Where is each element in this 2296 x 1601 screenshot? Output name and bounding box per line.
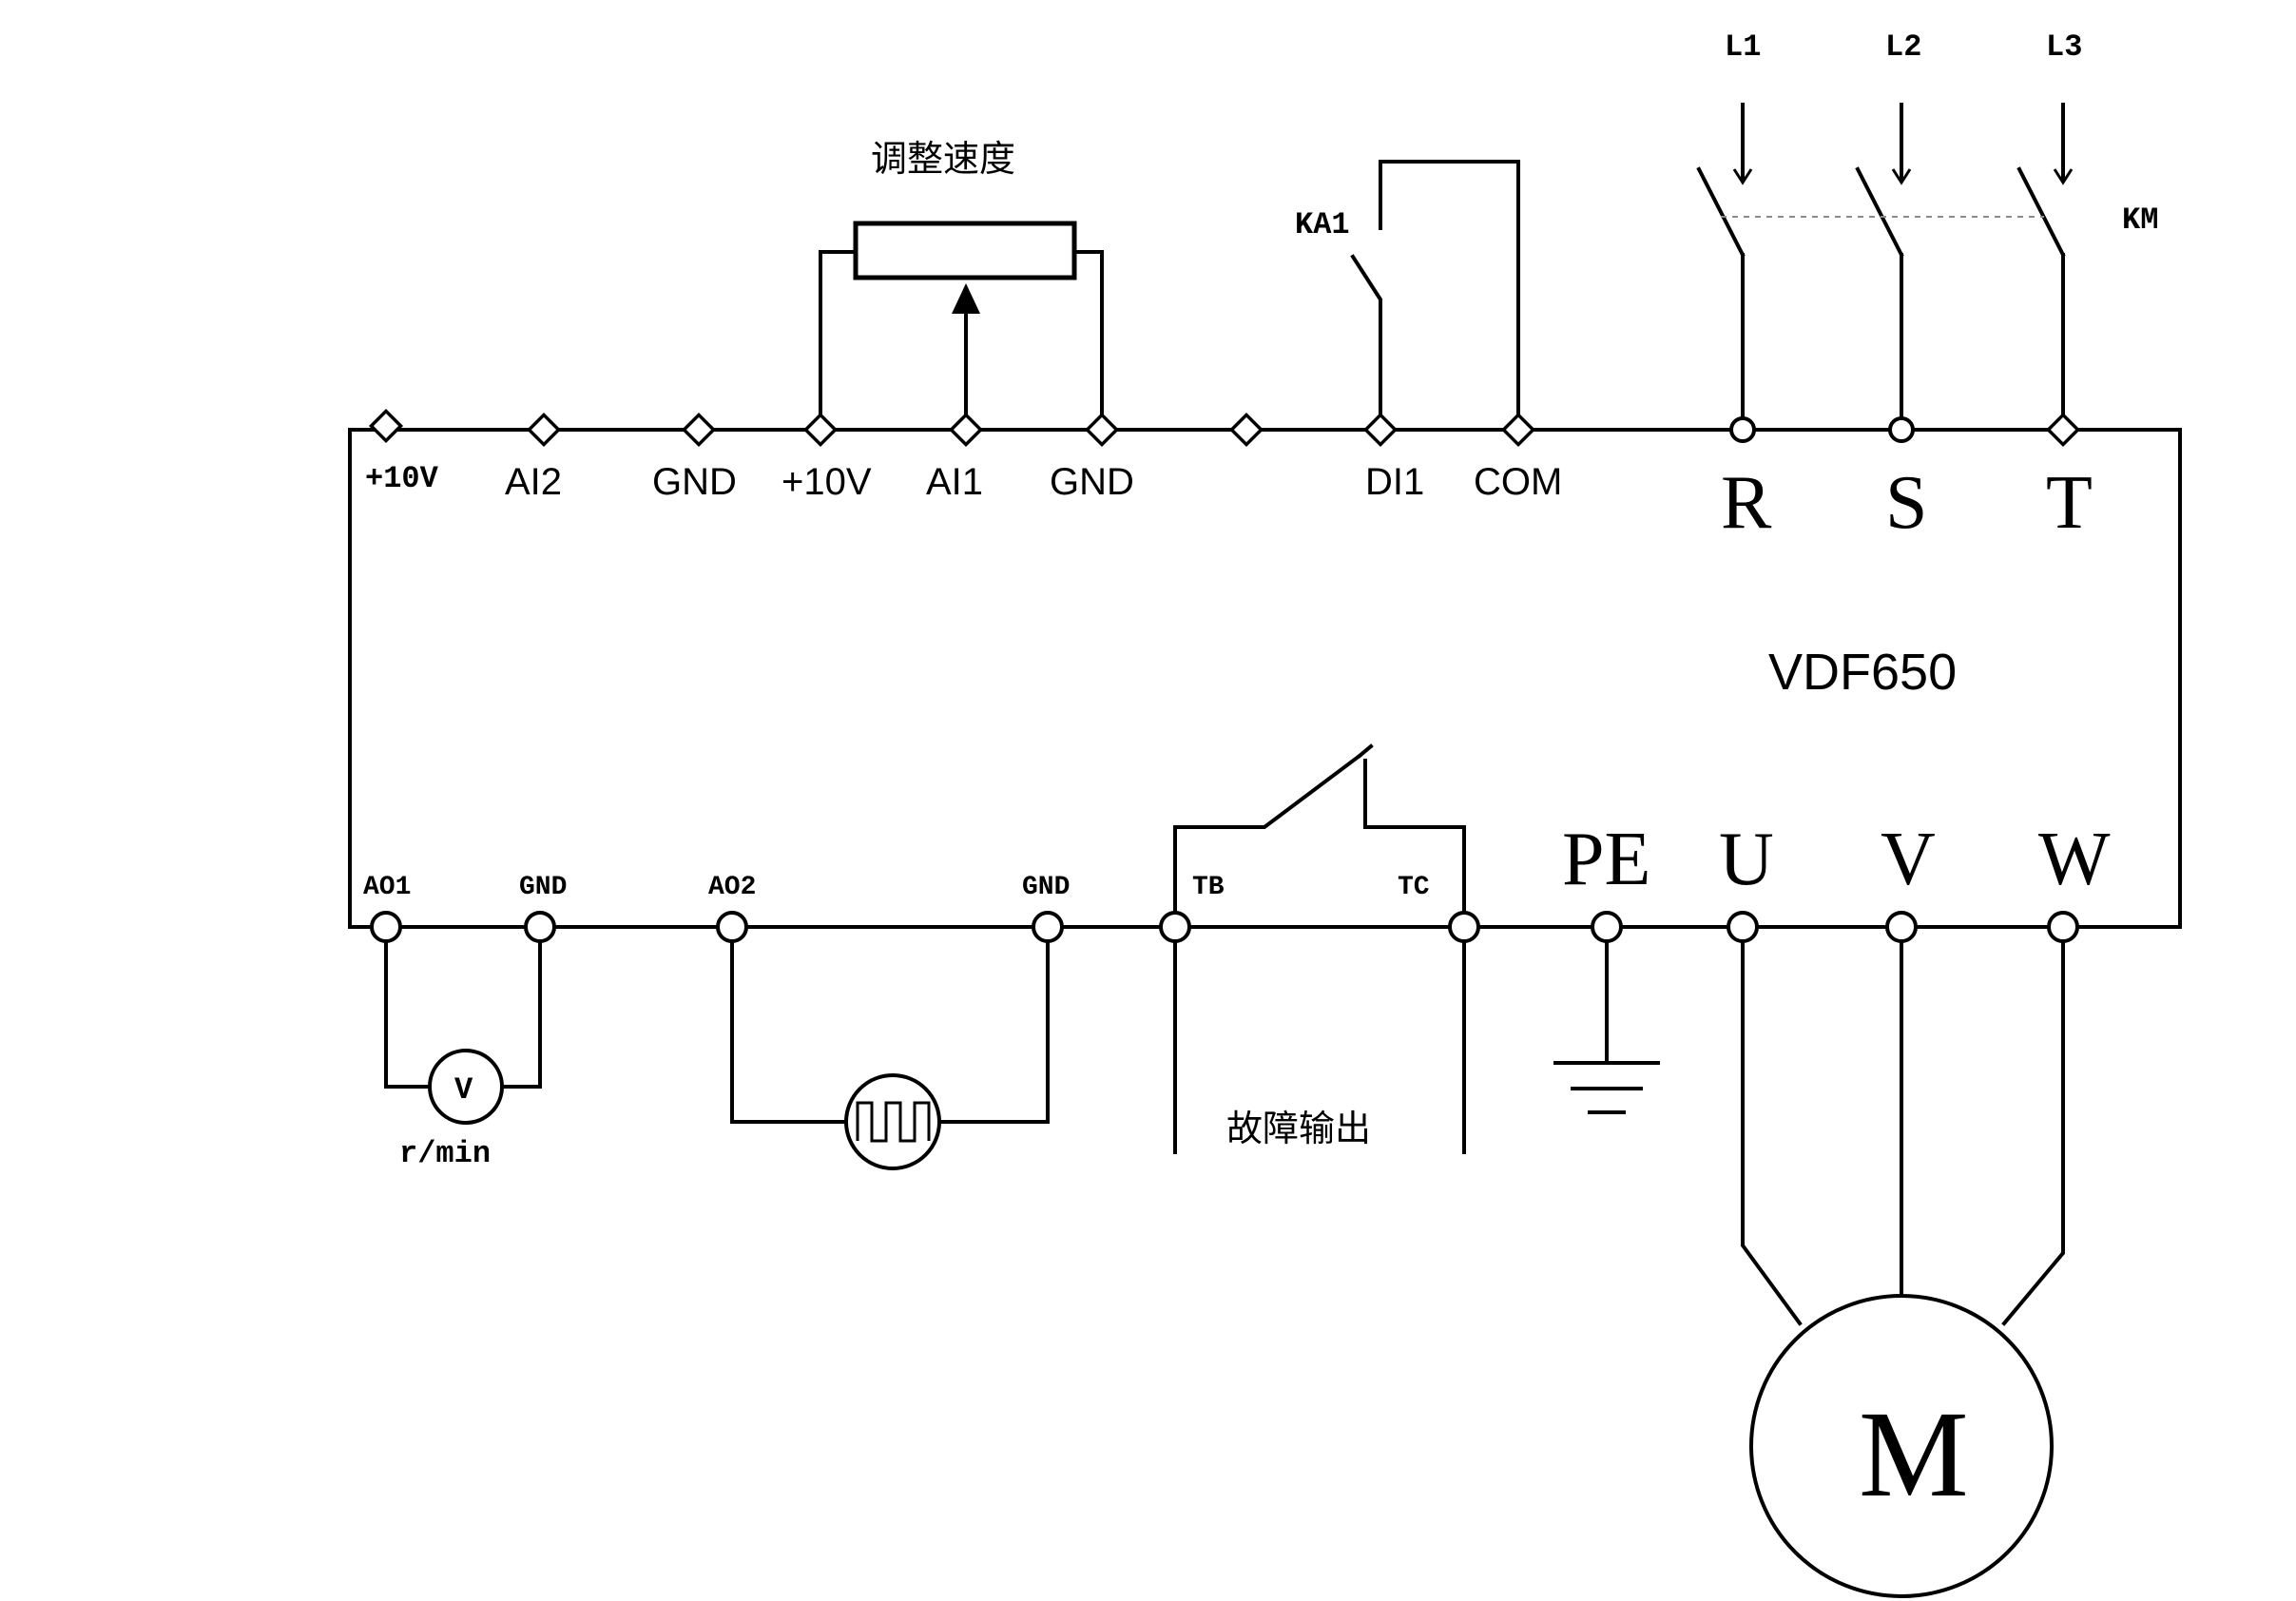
- power-input-circuit: [1696, 103, 2074, 432]
- terminal-gnd-d: [1032, 911, 1064, 943]
- label-gnd-a: GND: [652, 461, 737, 503]
- motor-icon: [1749, 1294, 2054, 1598]
- ka1-relay-contact: [1350, 160, 1520, 432]
- terminal-tb: [1159, 911, 1191, 943]
- terminal-v: [1885, 911, 1918, 943]
- terminal-ao2: [716, 911, 748, 943]
- label-gnd-d: GND: [1022, 873, 1070, 902]
- terminal-ao1: [370, 911, 402, 943]
- potentiometer-label: 调整速度: [871, 138, 1015, 180]
- voltmeter-circuit: [384, 925, 542, 1125]
- label-plus10v-b: +10V: [781, 461, 872, 503]
- label-u: U: [1719, 818, 1774, 901]
- label-pe: PE: [1562, 818, 1650, 901]
- label-ao1: AO1: [363, 873, 411, 902]
- terminal-ai2: [526, 412, 562, 448]
- fault-output-label: 故障输出: [1226, 1108, 1371, 1149]
- terminal-t: [2045, 412, 2081, 448]
- terminal-r: [1729, 416, 1756, 443]
- terminal-ai1: [948, 412, 984, 448]
- label-gnd-c: GND: [519, 873, 567, 902]
- drive-frame: [348, 428, 2182, 929]
- terminal-gnd-c: [524, 911, 556, 943]
- label-w: W: [2038, 818, 2111, 901]
- label-s: S: [1885, 461, 1928, 545]
- voltmeter-symbol: V: [454, 1072, 473, 1108]
- label-ai2: AI2: [505, 461, 562, 503]
- bottom-terminal-row: [370, 911, 2079, 943]
- label-ao2: AO2: [708, 873, 756, 902]
- line-l1-label: L1: [1725, 29, 1761, 65]
- label-di1: DI1: [1365, 461, 1424, 503]
- speed-potentiometer: [819, 221, 1104, 432]
- label-r: R: [1721, 461, 1772, 545]
- voltmeter-icon: [428, 1049, 504, 1125]
- label-t: T: [2046, 461, 2093, 545]
- line-l2-label: L2: [1885, 29, 1921, 65]
- ground-circuit: [1553, 925, 1660, 1114]
- label-ai1: AI1: [926, 461, 983, 503]
- terminal-w: [2047, 911, 2079, 943]
- relay-label: KA1: [1295, 207, 1350, 242]
- line-l3-label: L3: [2046, 29, 2082, 65]
- terminal-com: [1500, 412, 1536, 448]
- voltmeter-unit: r/min: [399, 1136, 491, 1171]
- pulse-meter-icon: [844, 1073, 941, 1170]
- terminal-pe: [1591, 911, 1623, 943]
- label-v: V: [1881, 818, 1936, 901]
- label-tb: TB: [1192, 873, 1225, 902]
- motor-symbol: M: [1859, 1386, 1969, 1523]
- fault-relay: [1173, 743, 1466, 1154]
- terminal-s: [1888, 416, 1915, 443]
- terminal-tc: [1448, 911, 1480, 943]
- terminal-u: [1727, 911, 1759, 943]
- terminal-gnd-b: [1084, 412, 1120, 448]
- terminal-di1: [1362, 412, 1399, 448]
- terminal-unlabeled: [1228, 412, 1264, 448]
- frequency-meter-circuit: [730, 925, 1050, 1170]
- top-terminal-row: [368, 408, 2081, 448]
- motor-circuit: [1741, 925, 2065, 1598]
- label-gnd-b: GND: [1050, 461, 1134, 503]
- terminal-plus10v-a: [368, 408, 404, 444]
- drive-model-label: VDF650: [1768, 644, 1957, 701]
- label-tc: TC: [1398, 873, 1430, 902]
- terminal-gnd-a: [681, 412, 717, 448]
- wiper-arrow-icon: [952, 283, 980, 314]
- label-com: COM: [1474, 461, 1562, 503]
- contactor-label: KM: [2122, 203, 2158, 238]
- terminal-plus10v-b: [802, 412, 839, 448]
- label-plus10v-a: +10V: [365, 461, 439, 496]
